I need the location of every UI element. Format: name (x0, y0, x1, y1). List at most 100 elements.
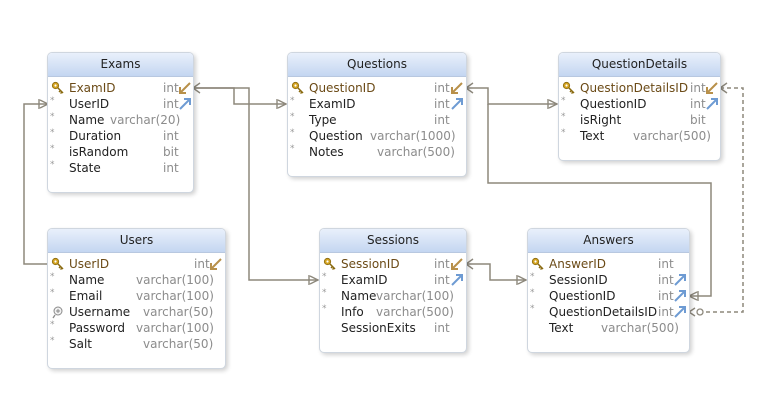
crowsfoot-answers-sessionid (516, 275, 528, 285)
column-name: isRight (580, 113, 622, 127)
table-sessions[interactable]: Sessions SessionID int * ExamID int * Na… (319, 228, 467, 353)
crowsfoot-questions-examid (276, 99, 288, 109)
table-users[interactable]: Users UserID int * Name varchar(100) * E… (47, 228, 226, 369)
table-header-answers[interactable]: Answers (528, 229, 689, 253)
table-header-exams[interactable]: Exams (48, 53, 193, 77)
nullable-marker: * (50, 320, 55, 330)
nullable-marker: * (50, 272, 55, 282)
column-type: varchar(20) (110, 113, 181, 127)
table-row[interactable]: * Text varchar(500) (559, 128, 720, 144)
table-row[interactable]: SessionID int (320, 256, 466, 272)
table-row[interactable]: Username varchar(50) (48, 304, 225, 320)
table-exams[interactable]: Exams ExamID int * UserID int * Name var… (47, 52, 194, 193)
table-row[interactable]: * QuestionID int (528, 288, 689, 304)
arrow-icon (450, 97, 464, 111)
arrow-icon (673, 289, 687, 303)
nullable-marker: * (530, 272, 535, 282)
table-row[interactable]: * Password varchar(100) (48, 320, 225, 336)
table-row[interactable]: * Email varchar(100) (48, 288, 225, 304)
table-row[interactable]: * State int (48, 160, 193, 176)
table-header-questions[interactable]: Questions (288, 53, 466, 77)
nullable-marker: * (322, 272, 327, 282)
column-type: int (163, 161, 179, 175)
column-type: varchar(500) (376, 305, 454, 319)
column-name: SessionID (549, 273, 608, 287)
arrow-icon (450, 273, 464, 287)
column-name: isRandom (69, 145, 129, 159)
table-row[interactable]: ExamID int (48, 80, 193, 96)
nullable-marker: * (290, 128, 295, 138)
table-row[interactable]: QuestionDetailsID int (559, 80, 720, 96)
column-name: Question (309, 129, 363, 143)
table-row[interactable]: * ExamID int (288, 96, 466, 112)
relation-details-answers (703, 87, 744, 313)
nullable-marker: * (50, 336, 55, 346)
table-row[interactable]: * Type int (288, 112, 466, 128)
table-row[interactable]: * ExamID int (320, 272, 466, 288)
nullable-marker: * (530, 288, 535, 298)
table-row[interactable]: * isRandom bit (48, 144, 193, 160)
nullable-marker: * (561, 128, 566, 138)
column-name: AnswerID (549, 257, 606, 271)
crowsfoot-details-questionid (547, 99, 559, 109)
column-type: int (434, 113, 450, 127)
table-row[interactable]: * UserID int (48, 96, 193, 112)
table-header-users[interactable]: Users (48, 229, 225, 253)
table-question-details[interactable]: QuestionDetails QuestionDetailsID int * … (558, 52, 721, 161)
column-name: Type (309, 113, 337, 127)
column-type: int (434, 257, 450, 271)
table-row[interactable]: * Salt varchar(50) (48, 336, 225, 352)
table-row[interactable]: * Name varchar(20) (48, 112, 193, 128)
column-type: varchar(100) (376, 289, 454, 303)
table-row[interactable]: * SessionID int (528, 272, 689, 288)
table-row[interactable]: SessionExits int (320, 320, 466, 336)
table-row[interactable]: AnswerID int (528, 256, 689, 272)
column-type: varchar(50) (143, 305, 214, 319)
column-type: int (434, 321, 450, 335)
nullable-marker: * (50, 96, 55, 106)
table-row[interactable]: * Notes varchar(500) (288, 144, 466, 160)
table-row[interactable]: Text varchar(500) (528, 320, 689, 336)
table-row[interactable]: * Name varchar(100) (48, 272, 225, 288)
column-name: Email (69, 289, 103, 303)
column-name: UserID (69, 257, 110, 271)
table-answers[interactable]: Answers AnswerID int * SessionID int * Q… (527, 228, 690, 353)
table-row[interactable]: * isRight bit (559, 112, 720, 128)
column-type: int (434, 273, 450, 287)
arrow-icon (450, 81, 464, 95)
table-row[interactable]: QuestionID int (288, 80, 466, 96)
arrow-icon (673, 305, 687, 319)
table-questions[interactable]: Questions QuestionID int * ExamID int * … (287, 52, 467, 177)
column-name: Info (341, 305, 364, 319)
nullable-marker: * (322, 288, 327, 298)
column-type: varchar(50) (143, 337, 214, 351)
column-name: State (69, 161, 101, 175)
nullable-marker: * (290, 96, 295, 106)
key-icon (531, 257, 545, 275)
table-header-sessions[interactable]: Sessions (320, 229, 466, 253)
column-type: varchar(500) (601, 321, 679, 335)
nullable-marker: * (50, 128, 55, 138)
column-name: Notes (309, 145, 344, 159)
arrow-icon (178, 81, 192, 95)
key-icon (562, 81, 576, 99)
relation-users-exams (23, 103, 48, 265)
column-name: QuestionID (549, 289, 616, 303)
table-row[interactable]: UserID int (48, 256, 225, 272)
table-row[interactable]: * Name varchar(100) (320, 288, 466, 304)
table-row[interactable]: * QuestionID int (559, 96, 720, 112)
column-name: ExamID (69, 81, 116, 95)
table-row[interactable]: * QuestionDetailsID int (528, 304, 689, 320)
table-header-question-details[interactable]: QuestionDetails (559, 53, 720, 77)
column-name: UserID (69, 97, 110, 111)
column-list: ExamID int * UserID int * Name varchar(2… (48, 77, 193, 182)
table-row[interactable]: * Duration int (48, 128, 193, 144)
nullable-marker: * (50, 144, 55, 154)
relation-exams-questions (193, 87, 286, 105)
column-type: int (163, 97, 179, 111)
arrow-icon (178, 97, 192, 111)
table-row[interactable]: * Question varchar(1000) (288, 128, 466, 144)
table-row[interactable]: * Info varchar(500) (320, 304, 466, 320)
arrow-icon (209, 257, 223, 271)
arrow-icon (705, 97, 719, 111)
